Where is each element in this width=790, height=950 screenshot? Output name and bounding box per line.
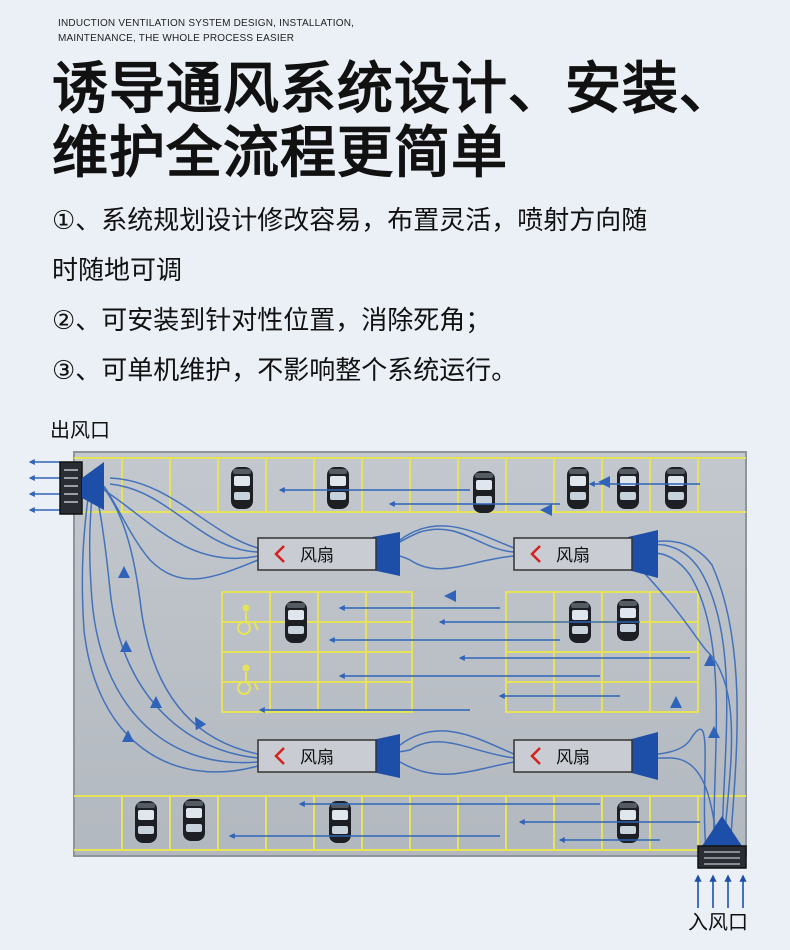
exhaust-vent-icon [59,461,104,515]
fan-unit-top-right: 风扇 [513,530,658,578]
car-icon [617,599,639,641]
feature-item-2: ②、可安装到针对性位置，消除死角； [52,306,492,336]
car-icon [231,467,253,509]
title-line-2: 维护全流程更简单 [52,121,508,186]
eyebrow-text: INDUCTION VENTILATION SYSTEM DESIGN, INS… [58,16,478,46]
car-icon [135,801,157,843]
arrow-left-icon [274,747,285,765]
flow-arrowheads [118,476,720,742]
feature-item-3: ③、可单机维护，不影响整个系统运行。 [52,356,518,386]
eyebrow-line-2: MAINTENANCE, THE WHOLE PROCESS EASIER [58,33,295,44]
fan-label: 风扇 [556,546,590,566]
inlet-arrows [694,874,747,908]
fan-unit-bottom-right: 风扇 [513,732,658,780]
car-icon [285,601,307,643]
car-icon [567,467,589,509]
inlet-label: 入风口 [688,910,748,934]
eyebrow-line-1: INDUCTION VENTILATION SYSTEM DESIGN, INS… [58,18,355,29]
wheelchair-icon [237,604,259,635]
car-icon [473,471,495,513]
arrow-left-icon [274,545,285,563]
title-line-1: 诱导通风系统设计、安装、 [52,57,736,122]
fan-unit-top-left: 风扇 [257,532,400,576]
car-icon [617,467,639,509]
flow-arrows [28,459,700,843]
feature-item-1: ①、系统规划设计修改容易，布置灵活，喷射方向随 [52,206,648,236]
page-title: 诱导通风系统设计、安装、 维护全流程更简单 [52,58,772,186]
car-icon [327,467,349,509]
intake-vent-icon [697,816,747,869]
outlet-label: 出风口 [50,418,110,442]
wheelchair-icon [237,664,259,695]
feature-item-1-cont: 时随地可调 [52,256,183,286]
arrow-left-icon [530,545,541,563]
car-icon [665,467,687,509]
arrow-left-icon [530,747,541,765]
fan-label: 风扇 [300,748,334,768]
parking-lot-floor [73,451,747,857]
car-icon [183,799,205,841]
fan-label: 风扇 [300,546,334,566]
fan-label: 风扇 [556,748,590,768]
parking-ventilation-diagram: 风扇 风扇 风扇 风扇 [28,451,747,908]
feature-list: ①、系统规划设计修改容易，布置灵活，喷射方向随 时随地可调 ②、可安装到针对性位… [52,196,752,396]
fan-unit-bottom-left: 风扇 [257,734,400,778]
